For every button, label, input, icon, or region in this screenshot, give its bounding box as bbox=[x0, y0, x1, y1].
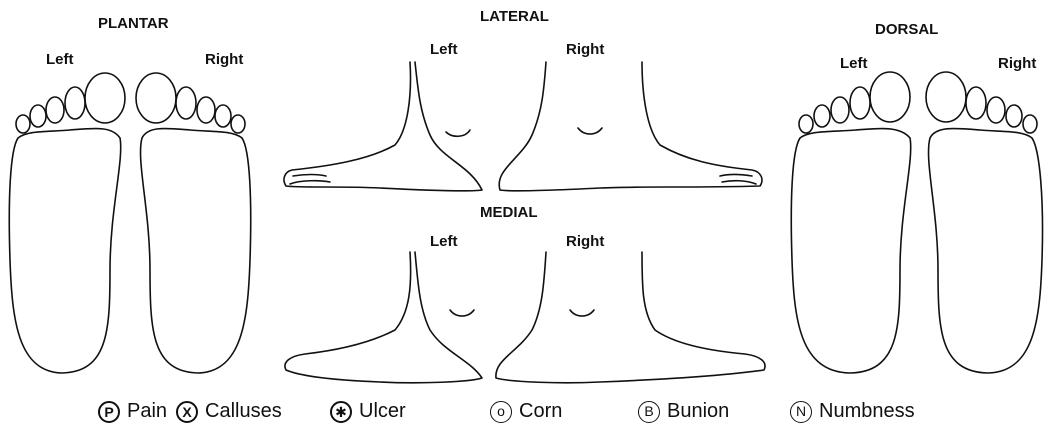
medial-left-foot bbox=[285, 252, 482, 383]
plantar-left-foot bbox=[9, 73, 125, 373]
numbness-symbol-icon: N bbox=[790, 401, 812, 423]
calluses-symbol-icon: X bbox=[176, 401, 198, 423]
legend-label: Corn bbox=[519, 400, 562, 423]
legend-bunion: B Bunion bbox=[638, 400, 729, 423]
lateral-left-foot bbox=[284, 62, 482, 191]
legend-numbness: N Numbness bbox=[790, 400, 915, 423]
lateral-right-foot bbox=[499, 62, 762, 191]
legend-label: Calluses bbox=[205, 400, 282, 423]
legend-ulcer: ✱ Ulcer bbox=[330, 400, 406, 423]
medial-title: MEDIAL bbox=[480, 205, 538, 220]
plantar-right-label: Right bbox=[205, 52, 243, 67]
legend-calluses: X Calluses bbox=[176, 400, 282, 423]
pain-symbol-icon: P bbox=[98, 401, 120, 423]
legend-corn: o Corn bbox=[490, 400, 562, 423]
plantar-left-label: Left bbox=[46, 52, 74, 67]
ulcer-symbol-icon: ✱ bbox=[330, 401, 352, 423]
dorsal-left-foot bbox=[791, 72, 910, 373]
lateral-right-label: Right bbox=[566, 42, 604, 57]
medial-left-label: Left bbox=[430, 234, 458, 249]
plantar-title: PLANTAR bbox=[98, 16, 169, 31]
dorsal-title: DORSAL bbox=[875, 22, 938, 37]
lateral-left-label: Left bbox=[430, 42, 458, 57]
corn-symbol-icon: o bbox=[490, 401, 512, 423]
lateral-title: LATERAL bbox=[480, 9, 549, 24]
medial-right-label: Right bbox=[566, 234, 604, 249]
legend-label: Pain bbox=[127, 400, 167, 423]
legend-label: Ulcer bbox=[359, 400, 406, 423]
legend-label: Numbness bbox=[819, 400, 915, 423]
dorsal-right-foot bbox=[926, 72, 1043, 373]
legend-label: Bunion bbox=[667, 400, 729, 423]
dorsal-left-label: Left bbox=[840, 56, 868, 71]
legend: P Pain X Calluses ✱ Ulcer o Corn B Bunio… bbox=[0, 398, 1052, 427]
legend-pain: P Pain bbox=[98, 400, 167, 423]
bunion-symbol-icon: B bbox=[638, 401, 660, 423]
dorsal-right-label: Right bbox=[998, 56, 1036, 71]
plantar-right-foot bbox=[136, 73, 251, 373]
medial-right-foot bbox=[496, 252, 765, 383]
